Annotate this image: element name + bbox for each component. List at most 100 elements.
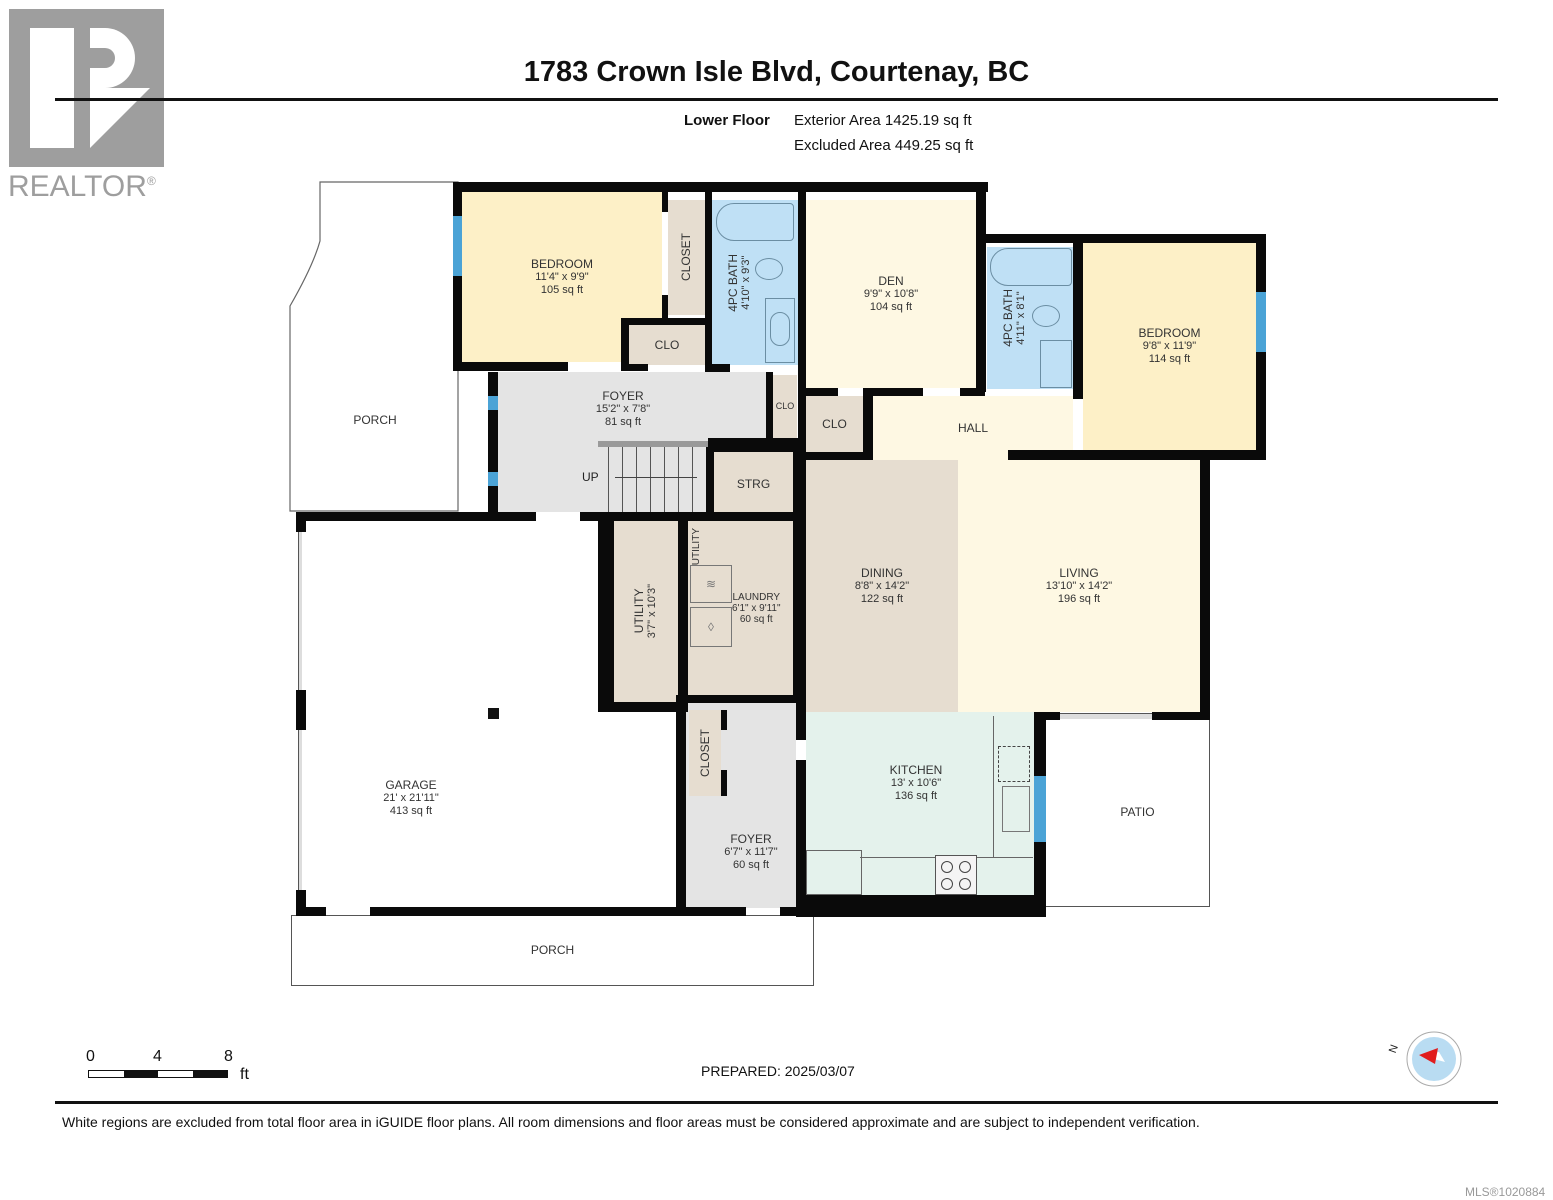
garage-door [298,532,302,690]
window [1034,776,1046,842]
wall [621,318,629,371]
wall [296,907,326,916]
stair-rail [598,441,708,447]
room-clo-hall: CLO [806,396,863,452]
staircase [608,447,708,513]
bathtub-icon-2 [990,248,1072,286]
wall [678,512,688,712]
scale-unit: ft [240,1066,249,1083]
wall [706,447,714,520]
kitchen-sink-icon [1002,786,1030,832]
scale-tick-8: 8 [224,1048,233,1065]
sliding-door [1060,713,1152,719]
garage-extension [598,712,676,908]
wall [863,388,923,396]
stove-icon [935,855,977,895]
compass-north-label: N [1386,1043,1401,1055]
wall [676,700,686,915]
kitchen-counter-bottom [860,857,994,858]
wall [705,192,712,372]
wall [796,895,1046,917]
wall [1046,712,1060,720]
disclaimer: White regions are excluded from total fl… [62,1114,1200,1130]
kitchen-counter-right [993,716,1033,858]
wall [766,372,773,452]
porch-left-outline [289,181,459,512]
wall [806,452,873,460]
room-clo-foyer: CLO [773,375,797,438]
garage-post [488,708,499,719]
wall [796,760,806,915]
room-patio: PATIO [1120,804,1155,819]
window [453,216,462,276]
wall [796,700,806,740]
dishwasher-icon [998,746,1030,782]
room-utility-2: UTILITY [691,528,702,566]
wall [1008,450,1266,460]
scale-bar [88,1070,228,1078]
bathtub-icon [716,203,794,241]
wall [453,362,568,371]
realtor-r-bowl-gap [90,48,115,68]
stair-arrow [615,477,697,478]
wall [1152,712,1210,720]
room-dining: DINING 8'8" x 14'2" 122 sq ft [806,460,958,712]
room-garage: GARAGE 21' x 21'11" 413 sq ft [306,521,598,908]
wall [721,710,727,730]
room-clo-top: CLO [629,325,705,365]
sink-counter-icon-2 [1040,340,1072,388]
porch-bottom-outline [291,915,814,986]
wall [296,890,306,915]
wall [721,770,727,796]
refrigerator-icon [806,850,862,895]
scale-tick-0: 0 [86,1048,95,1065]
wall [662,192,668,212]
wall [598,512,614,712]
room-porch-bottom: PORCH [530,942,575,957]
wall [705,364,730,372]
mls-number: MLS®1020884 [1465,1185,1546,1199]
room-closet-2-front: CLOSET [689,710,721,796]
wall [621,364,648,371]
wall [780,907,810,916]
dryer-icon: ≋ [690,565,732,603]
wall [370,907,746,916]
north-compass-icon [1406,1031,1462,1087]
wall [708,438,806,452]
wall [976,182,986,392]
stairs-up-label: UP [582,470,599,484]
room-kitchen: KITCHEN 13' x 10'6" 136 sq ft [806,712,1034,895]
wall [806,388,838,396]
wall [296,690,306,730]
wall [798,192,806,462]
wall [1200,460,1210,720]
wall [598,702,688,712]
wall [863,388,873,460]
wall [296,512,536,521]
room-closet-1: CLOSET [668,200,705,315]
wall [662,295,668,325]
garage-door-2 [298,730,302,890]
window [1256,292,1266,352]
wall [676,695,806,703]
wall [793,452,806,702]
page-title: 1783 Crown Isle Blvd, Courtenay, BC [523,56,1030,88]
exterior-area: Exterior Area 1425.19 sq ft [794,112,972,129]
wall [488,372,498,520]
room-den: DEN 9'9" x 10'8" 104 sq ft [806,200,976,388]
footer-divider [55,1101,1498,1104]
realtor-r-icon [30,28,74,148]
window [488,472,498,486]
wall [580,512,798,521]
toilet-icon-2 [1032,305,1060,327]
floor-plan: PORCH PORCH PATIO BEDROOM 11'4" x 9'9" 1… [289,181,1266,986]
realtor-wordmark: REALTOR® [8,170,156,203]
wall [296,512,306,532]
wall [976,234,1266,243]
room-hall: HALL [873,396,1073,460]
sink-counter-icon [765,298,795,363]
wall [960,388,985,396]
toilet-icon [755,258,783,280]
wall [1073,234,1083,399]
